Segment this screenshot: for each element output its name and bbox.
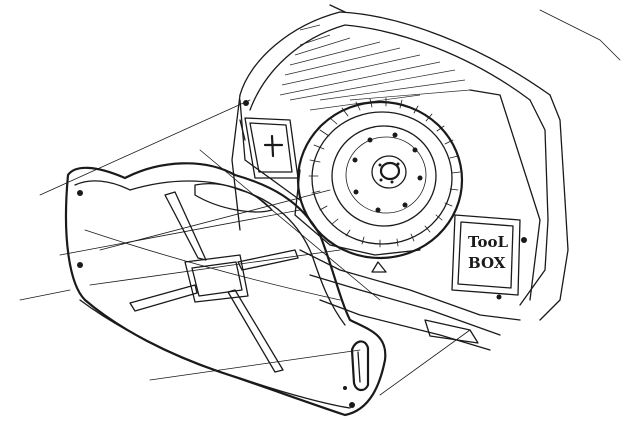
first-aid-door xyxy=(239,100,299,179)
vehicle-body xyxy=(231,4,569,351)
toolbox-door: TooL BOX xyxy=(451,214,527,300)
rear-window-hatching xyxy=(279,24,471,111)
tailgate-panel xyxy=(239,89,541,301)
detached-door-panel xyxy=(64,162,387,417)
toolbox-label-tool: TooL xyxy=(468,233,508,251)
construction-lines xyxy=(19,9,621,396)
toolbox-label-box: BOX xyxy=(468,254,506,272)
spare-tire xyxy=(294,97,464,260)
